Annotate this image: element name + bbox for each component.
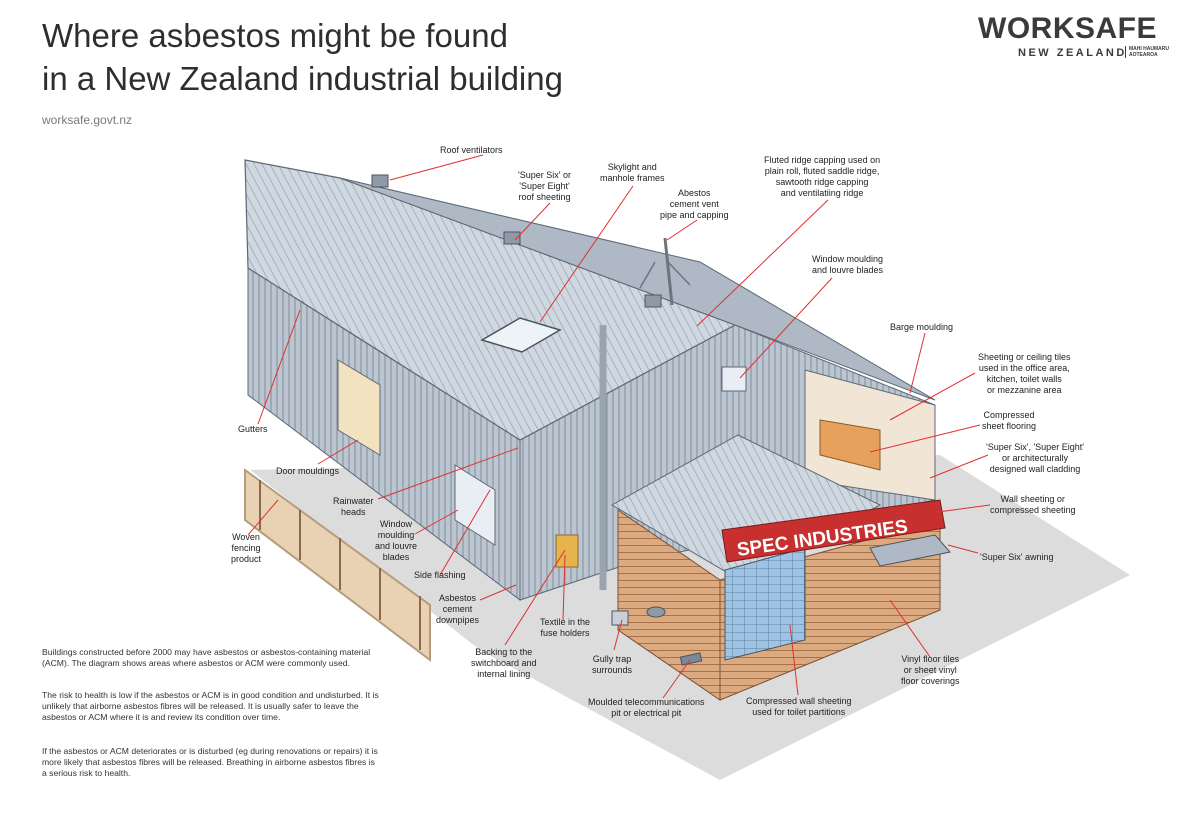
logo-wordmark: WORKSAFE: [978, 12, 1157, 45]
office-roof: [610, 434, 882, 581]
mezzanine-stairs: [819, 419, 881, 471]
info-paragraph-3: If the asbestos or ACM deteriorates or i…: [42, 746, 378, 778]
spec-sign: [721, 499, 946, 563]
label-woven-fencing: Woven fencing product: [231, 532, 262, 564]
label-gutters: Gutters: [238, 424, 268, 434]
label-skylight: Skylight and manhole frames: [600, 162, 665, 183]
roof-ventilators: [371, 174, 662, 308]
label-textile-fuse: Textile in the fuse holders: [540, 617, 591, 638]
label-door-mouldings: Door mouldings: [276, 466, 340, 476]
label-vinyl-floor: Vinyl floor tiles or sheet vinyl floor c…: [901, 654, 960, 686]
label-fluted-ridge: Fluted ridge capping used on plain roll,…: [764, 155, 881, 198]
page-title: Where asbestos might be found in a New Z…: [42, 14, 563, 100]
label-switchboard: Backing to the switchboard and internal …: [471, 647, 537, 679]
door-opening: [337, 359, 381, 456]
interior-cutaway: [724, 547, 806, 661]
skylight: [480, 317, 562, 353]
label-window-moulding-side: Window moulding and louvre blades: [375, 519, 418, 562]
gable-louvre-window: [721, 366, 747, 392]
main-roof: [244, 159, 737, 441]
label-side-flashing: Side flashing: [414, 570, 466, 580]
info-paragraph-1: Buildings constructed before 2000 may ha…: [42, 647, 371, 668]
electrical-pit: [646, 606, 666, 618]
label-ceiling-tiles: Sheeting or ceiling tiles used in the of…: [978, 352, 1071, 395]
label-vent-pipe: Abestos cement vent pipe and capping: [660, 188, 729, 220]
label-super-six-roof: 'Super Six' or 'Super Eight' roof sheeti…: [518, 170, 571, 202]
label-gully-trap: Gully trap surrounds: [592, 654, 633, 675]
label-roof-ventilators: Roof ventilators: [440, 145, 503, 155]
label-toilet-partitions: Compressed wall sheeting used for toilet…: [746, 696, 852, 717]
logo-subtitle: NEW ZEALAND: [1018, 47, 1127, 59]
label-barge-moulding: Barge moulding: [890, 322, 954, 332]
title-line-2: in a New Zealand industrial building: [42, 60, 563, 97]
label-telecom-pit: Moulded telecommunications pit or electr…: [588, 697, 705, 718]
gully-trap: [611, 610, 629, 626]
telecom-pit: [679, 652, 703, 666]
woven-fence: [244, 468, 431, 663]
switchboard: [555, 534, 579, 568]
label-rainwater-heads: Rainwater heads: [333, 496, 374, 517]
side-window-louvres: [454, 464, 496, 546]
leader-lines: [247, 154, 991, 699]
label-window-moulding-top: Window moulding and louvre blades: [812, 254, 884, 275]
label-downpipes: Asbestos cement downpipes: [436, 593, 480, 625]
label-awning: 'Super Six' awning: [980, 552, 1054, 562]
title-line-1: Where asbestos might be found: [42, 17, 508, 54]
rear-roof: [339, 177, 936, 401]
info-paragraph-2: The risk to health is low if the asbesto…: [42, 690, 379, 722]
label-wall-sheeting: Wall sheeting or compressed sheeting: [990, 494, 1076, 515]
website-url[interactable]: worksafe.govt.nz: [42, 113, 133, 127]
label-compressed-flooring: Compressed sheet flooring: [982, 410, 1037, 431]
vent-pipe: [639, 237, 691, 306]
label-wall-cladding: 'Super Six', 'Super Eight' or architectu…: [986, 442, 1084, 474]
awning: [869, 534, 951, 567]
